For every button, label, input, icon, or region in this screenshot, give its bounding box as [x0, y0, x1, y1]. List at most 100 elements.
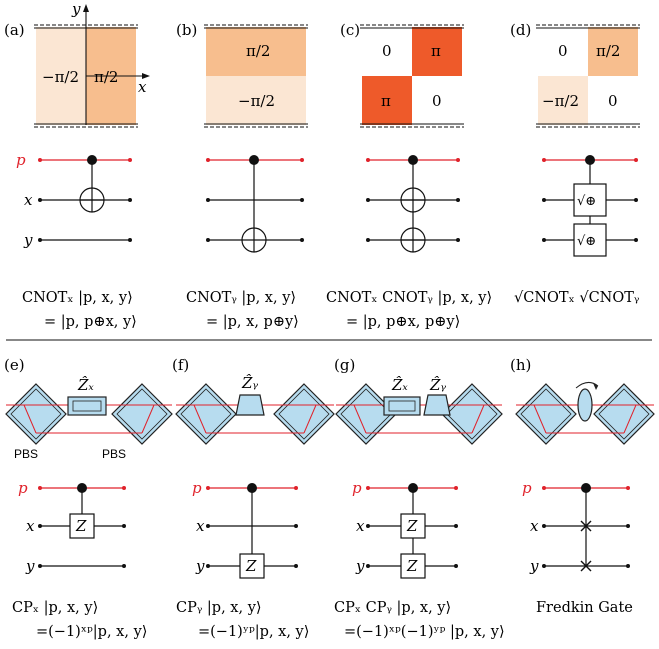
control-dot-icon: [77, 483, 87, 493]
beam-splitter-icon: [593, 383, 655, 445]
panel-b-circuit: [206, 155, 304, 253]
caption-e-line2: =(−1)ˣᵖ|p, x, y⟩: [36, 624, 147, 640]
caption-e-line1: CPₓ |p, x, y⟩: [12, 600, 98, 616]
optic-zx-label: Ẑₓ: [391, 376, 408, 394]
control-dot-icon: [585, 155, 595, 165]
panel-e-letter: (e): [4, 356, 25, 374]
panel-g-circuit: Z Z p x y: [352, 479, 458, 579]
panel-f-circuit: Z p x y: [192, 479, 298, 579]
cell-d-2: π/2: [596, 42, 620, 60]
panel-d-phase-map: 0 π/2 −π/2 0: [536, 24, 640, 128]
phase-plate-icon: [235, 394, 265, 416]
cell-d-4: 0: [608, 92, 618, 110]
caption-d-line1: √CNOTₓ √CNOTᵧ: [514, 290, 639, 306]
z-gate: [239, 553, 265, 579]
caption-c-line1: CNOTₓ CNOTᵧ |p, x, y⟩: [326, 290, 492, 306]
optic-zy-label: Ẑᵧ: [241, 374, 258, 392]
panel-g-optics: Ẑₓ Ẑᵧ: [335, 376, 503, 445]
panel-d-letter: (d): [510, 21, 531, 39]
control-dot-icon: [249, 155, 259, 165]
panel-b-letter: (b): [176, 21, 197, 39]
axis-x-label: x: [138, 78, 147, 96]
sqrt-xor-gate: [573, 183, 607, 217]
wire-p-label: p: [16, 151, 26, 169]
wire-y-label: y: [25, 557, 35, 575]
panel-a-circuit: p x y: [16, 151, 132, 249]
swap-cross-icon: [580, 520, 592, 572]
beam-splitter-icon: [515, 383, 577, 445]
rotation-arrow-icon: [575, 382, 599, 389]
control-dot-icon: [581, 483, 591, 493]
cell-c-2: π: [431, 42, 441, 60]
cell-a-left: [36, 27, 86, 125]
cell-d-1: 0: [558, 42, 568, 60]
z-gate-label: Z: [245, 557, 257, 575]
panel-a-letter: (a): [4, 21, 25, 39]
z-gate: [400, 513, 426, 539]
sqrt-xor-gate-label: √⊕: [577, 234, 596, 249]
beam-splitter-icon: [111, 383, 173, 445]
wire-y-label: y: [23, 231, 33, 249]
control-dot-icon: [408, 483, 418, 493]
phase-plate-icon: [383, 396, 421, 416]
caption-f-line2: =(−1)ʸᵖ|p, x, y⟩: [198, 624, 309, 640]
cell-b-top-label: π/2: [246, 42, 270, 60]
panel-h-letter: (h): [510, 356, 531, 374]
optic-zy-label: Ẑᵧ: [429, 376, 446, 394]
panel-d-circuit: √⊕ √⊕: [542, 155, 638, 257]
control-dot-icon: [87, 155, 97, 165]
pbs-left-label: PBS: [14, 447, 38, 461]
cell-c-4: 0: [432, 92, 442, 110]
wire-p-label: p: [522, 479, 532, 497]
cell-b-bottom-label: −π/2: [238, 92, 275, 110]
z-gate: [69, 513, 95, 539]
cell-c-3: π: [381, 92, 391, 110]
wire-p-label: p: [18, 479, 28, 497]
wire-p-label: p: [192, 479, 202, 497]
panel-c-circuit: [366, 155, 460, 253]
cell-d-3: −π/2: [542, 92, 579, 110]
control-dot-icon: [247, 483, 257, 493]
wire-x-label: x: [356, 517, 365, 535]
wire-y-label: y: [529, 557, 539, 575]
z-gate-label: Z: [75, 517, 87, 535]
axis-y-label: y: [71, 0, 81, 18]
wave-plate-icon: [577, 388, 593, 422]
cell-c-1: 0: [382, 42, 392, 60]
sqrt-xor-gate-label: √⊕: [577, 194, 596, 209]
panel-b-phase-map: π/2 −π/2: [204, 24, 308, 128]
wire-x-label: x: [24, 191, 33, 209]
z-gate-label: Z: [406, 557, 418, 575]
caption-g-line2: =(−1)ˣᵖ(−1)ʸᵖ |p, x, y⟩: [344, 624, 505, 640]
optic-zx-label: Ẑₓ: [77, 376, 94, 394]
caption-g-line1: CPₓ CPᵧ |p, x, y⟩: [334, 600, 451, 616]
z-gate: [400, 553, 426, 579]
caption-c-line2: = |p, p⊕x, p⊕y⟩: [346, 314, 460, 330]
x-axis-arrow-icon: [142, 73, 150, 79]
caption-a-line2: = |p, p⊕x, y⟩: [44, 314, 137, 330]
phase-plate-icon: [423, 394, 451, 416]
panel-e-circuit: Z p x y: [18, 479, 126, 575]
panel-a-phase-map: y x −π/2 π/2: [34, 0, 150, 128]
pbs-right-label: PBS: [102, 447, 126, 461]
panel-c-letter: (c): [340, 21, 360, 39]
panel-f-letter: (f): [172, 356, 189, 374]
caption-f-line1: CPᵧ |p, x, y⟩: [176, 600, 262, 616]
beam-splitter-icon: [273, 383, 335, 445]
panel-g-letter: (g): [334, 356, 355, 374]
beam-splitter-icon: [5, 383, 67, 445]
wire-p-label: p: [352, 479, 362, 497]
caption-b-line2: = |p, x, p⊕y⟩: [206, 314, 299, 330]
panel-e-optics: Ẑₓ PBS PBS: [5, 376, 173, 461]
panel-h-circuit: p x y: [522, 479, 630, 575]
wire-y-label: y: [195, 557, 205, 575]
wire-y-label: y: [355, 557, 365, 575]
panel-f-optics: Ẑᵧ: [175, 374, 335, 445]
y-axis-arrow-icon: [83, 4, 89, 12]
cell-a-right-label: π/2: [94, 68, 118, 86]
beam-splitter-icon: [175, 383, 237, 445]
panel-c-phase-map: 0 π π 0: [360, 24, 464, 128]
z-gate-label: Z: [406, 517, 418, 535]
sqrt-xor-gate: [573, 223, 607, 257]
